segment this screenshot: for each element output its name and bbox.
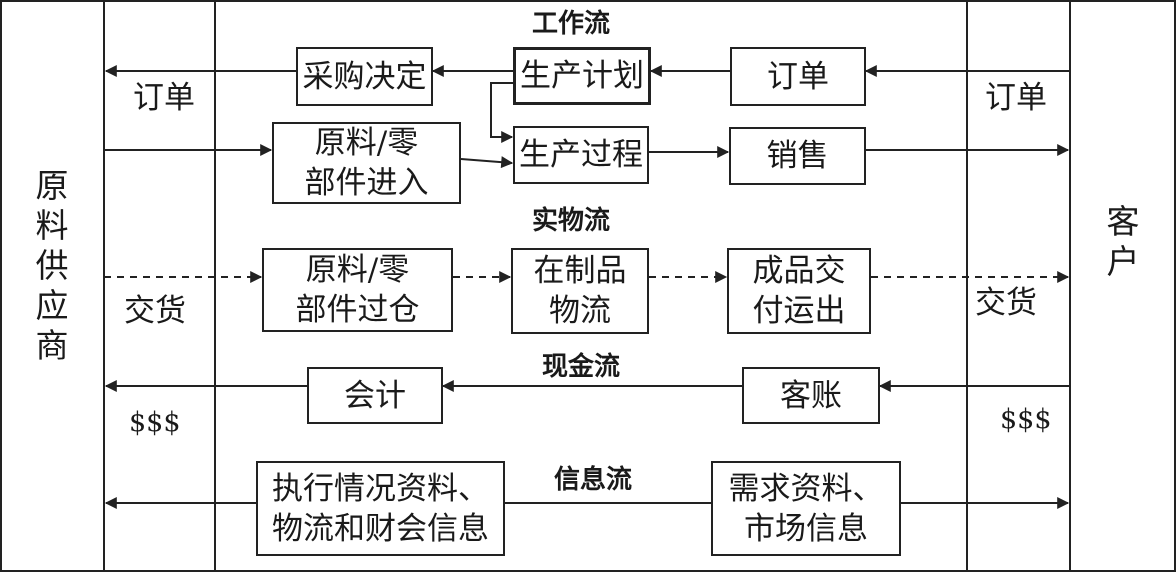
finished-shipping-line: 成品交 [752,253,846,289]
cash-flow-title: 现金流 [538,351,625,383]
production-process-text: 生产过程 [519,137,643,173]
execution-info-box: 执行情况资料、 物流和财会信息 [256,461,505,556]
order-text: 订单 [767,58,829,95]
customer-money-label: $$$ [1000,404,1052,435]
demand-info-line: 市场信息 [744,510,868,547]
finished-shipping-line: 付运出 [752,293,846,329]
customer-label: 客 户 [1103,202,1143,282]
wip-logistics-line: 在制品 [533,253,627,289]
materials-warehouse-box: 原料/零 部件过仓 [262,248,453,332]
physical-flow-title: 实物流 [528,205,615,237]
supplier-char: 料 [35,206,69,245]
customer-delivery-label: 交货 [975,285,1037,321]
materials-in-box: 原料/零 部件进入 [272,122,461,204]
supplier-money-label: $$$ [129,407,181,438]
arrow-plan-to-process [490,82,514,143]
materials-warehouse-line: 原料/零 [305,252,410,288]
supplier-delivery-label: 交货 [124,293,186,329]
supplier-label: 原 料 供 应 商 [32,166,72,366]
accounting-box: 会计 [307,367,443,424]
execution-info-line: 物流和财会信息 [272,510,489,547]
customer-char: 客 [1106,202,1140,241]
purchase-decision-box: 采购决定 [296,47,433,106]
customer-char: 户 [1106,242,1140,281]
sales-text: 销售 [766,138,829,174]
demand-info-box: 需求资料、 市场信息 [711,461,901,556]
sales-box: 销售 [729,127,866,185]
execution-info-line: 执行情况资料、 [272,470,489,507]
order-box: 订单 [730,47,866,106]
materials-warehouse-line: 部件过仓 [295,292,420,328]
demand-info-line: 需求资料、 [728,470,884,507]
supplier-char: 原 [35,166,69,205]
finished-shipping-box: 成品交 付运出 [727,248,871,334]
accounting-text: 会计 [344,377,406,414]
supplier-char: 供 [35,246,69,285]
supplier-char: 商 [35,326,69,365]
arrow-materials-to-process [460,156,514,169]
supplier-order-label: 订单 [133,80,195,116]
wip-logistics-line: 物流 [549,293,611,329]
receivables-box: 客账 [742,367,880,424]
receivables-text: 客账 [780,377,842,414]
supplier-char: 应 [35,286,69,325]
production-plan-text: 生产计划 [520,58,644,94]
customer-order-label: 订单 [985,80,1047,116]
production-process-box: 生产过程 [513,126,649,184]
wip-logistics-box: 在制品 物流 [511,248,649,334]
purchase-decision-text: 采购决定 [302,58,427,95]
materials-in-line: 部件进入 [304,165,429,201]
info-flow-title: 信息流 [550,464,637,496]
workflow-title: 工作流 [528,8,615,40]
materials-in-line: 原料/零 [314,125,419,161]
production-plan-box: 生产计划 [513,47,651,105]
